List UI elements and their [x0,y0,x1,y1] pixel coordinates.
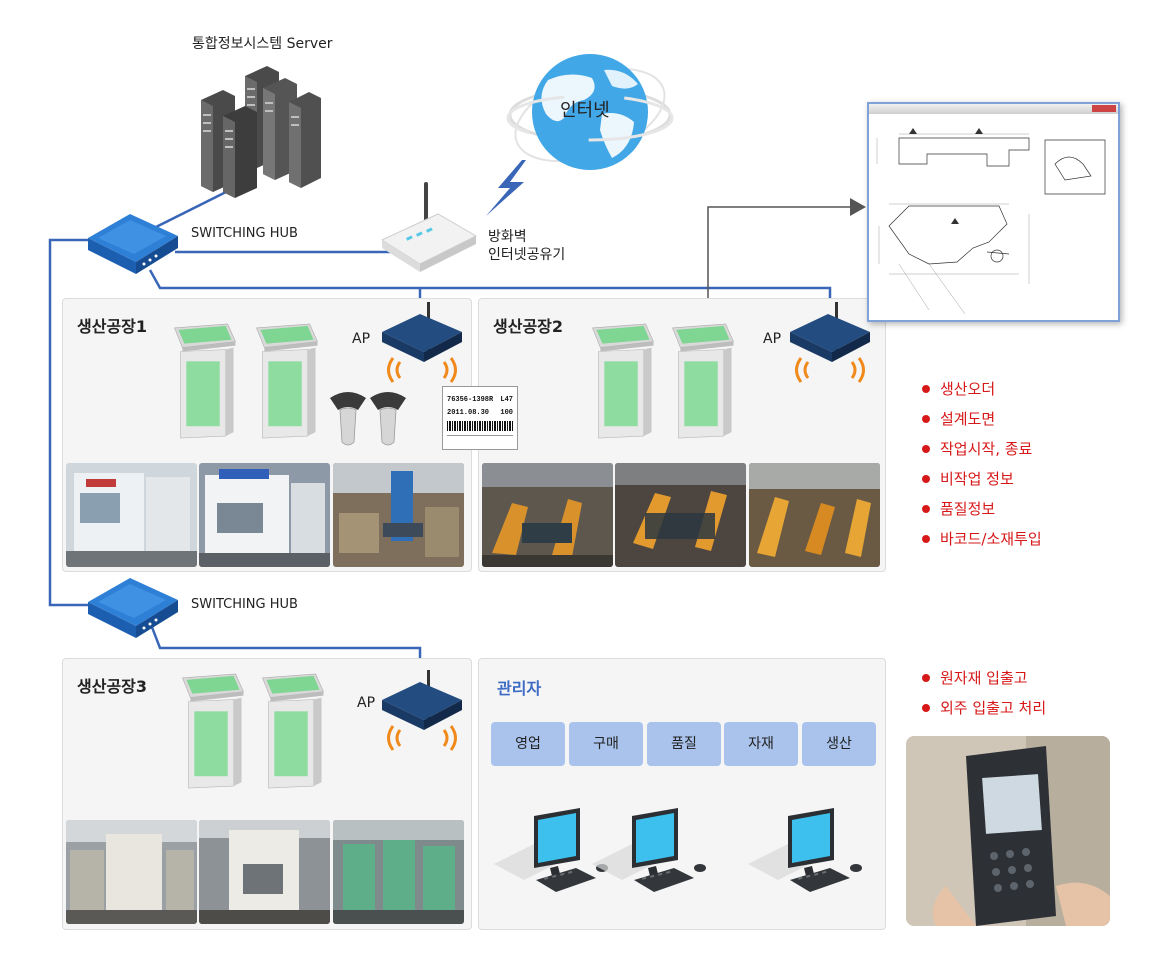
access-point-icon [790,302,870,383]
factory-photo [749,463,880,567]
ap-1-label: AP [352,331,371,347]
feature-list-bottom: 원자재 입출고 외주 입출고 처리 [920,663,1046,723]
internet-label: 인터넷 [560,100,610,121]
factory-photo [333,820,464,924]
barcode-label: 76356-1398R L47 2011.08.30 100 [442,386,518,450]
factory-photo [66,820,197,924]
factory-2-title: 생산공장2 [493,317,564,336]
access-point-icon [382,670,462,751]
factory-photo [66,463,197,567]
feature-item: 원자재 입출고 [920,663,1046,693]
access-point-icon [382,302,462,383]
ap-2-label: AP [763,331,782,347]
router-label-sharer: 인터넷공유기 [488,247,566,263]
factory-3-title: 생산공장3 [77,677,148,696]
kiosk-terminal-icon [182,673,244,789]
admin-title: 관리자 [497,679,542,698]
dept-button-material[interactable]: 자재 [724,722,798,766]
factory-photo [199,463,330,567]
factory-photo [482,463,613,567]
handheld-terminal-photo [906,736,1110,926]
server-label: 통합정보시스템 Server [192,36,333,52]
barcode-part-number: 76356-1398R [447,396,494,404]
feature-item: 외주 입출고 처리 [920,693,1046,723]
switching-hub-2-label: SWITCHING HUB [191,597,298,612]
feature-item: 품질정보 [920,494,1042,524]
cad-drawing [876,128,1106,315]
lightning-icon [486,160,526,216]
feature-item: 비작업 정보 [920,464,1042,494]
feature-item: 작업시작, 종료 [920,434,1042,464]
cad-drawing-window [867,102,1120,322]
barcode-date: 2011.08.30 [447,409,490,417]
server-icon [201,66,321,198]
feature-list-top: 생산오더 설계도면 작업시작, 종료 비작업 정보 품질정보 바코드/소재투입 [920,374,1042,554]
kiosk-terminal-icon [262,673,324,789]
router-label-firewall: 방화벽 [488,229,527,245]
router-icon [380,182,478,272]
globe-icon [506,54,674,170]
dept-button-sales[interactable]: 영업 [491,722,565,766]
barcode-code: L47 [500,396,513,404]
switching-hub-icon [88,214,178,274]
kiosk-terminal-icon [672,323,734,439]
feature-item: 설계도면 [920,404,1042,434]
dept-button-purchase[interactable]: 구매 [569,722,643,766]
switching-hub-1-label: SWITCHING HUB [191,226,298,241]
factory-photo [615,463,746,567]
computer-icon [592,808,706,892]
factory-photo [199,820,330,924]
factory-1-title: 생산공장1 [77,317,148,336]
kiosk-terminal-icon [174,323,236,439]
kiosk-terminal-icon [256,323,318,439]
dept-button-quality[interactable]: 품질 [647,722,721,766]
feature-item: 생산오더 [920,374,1042,404]
barcode-quantity: 100 [500,409,513,417]
switching-hub-icon [88,578,178,638]
ap-3-label: AP [357,695,376,711]
feature-item: 바코드/소재투입 [920,524,1042,554]
kiosk-terminal-icon [592,323,654,439]
barcode-scanner-icon [330,392,366,446]
barcode-scanner-icon [370,392,406,446]
computer-icon [748,808,862,892]
cad-window-titlebar [869,104,1118,114]
dept-button-production[interactable]: 생산 [802,722,876,766]
factory-photo [333,463,464,567]
